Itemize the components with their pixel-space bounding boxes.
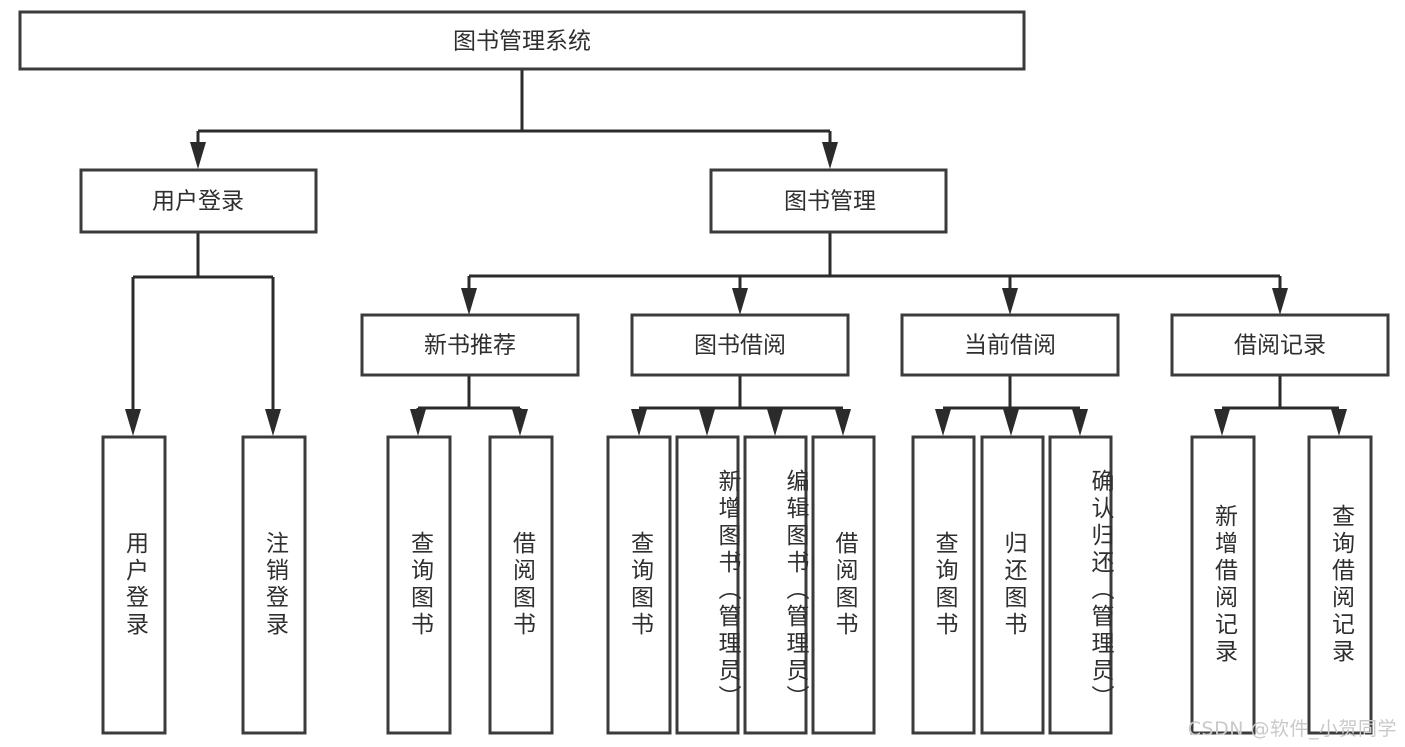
node-root-box[interactable] [18, 10, 1026, 71]
node-borrow-record-box[interactable] [1170, 313, 1390, 377]
node-book-borrow[interactable]: 图书借阅 [630, 313, 850, 377]
node-leaf-borrow-book-1[interactable] [488, 435, 554, 735]
arrowhead-leaf-query-book-1 [410, 409, 426, 436]
node-leaf-borrow-book-1-box[interactable] [488, 435, 554, 735]
node-leaf-query-book-3-box[interactable] [911, 435, 976, 735]
node-leaf-query-book-1-box[interactable] [386, 435, 452, 735]
arrowhead-leaf-query-book-2 [631, 409, 647, 436]
arrowhead-leaf-return-book [1003, 409, 1019, 436]
node-leaf-query-book-3[interactable] [911, 435, 976, 735]
node-new-book-rec[interactable]: 新书推荐 [360, 313, 580, 377]
arrowhead-leaf-user-login [125, 409, 141, 436]
node-leaf-user-login[interactable] [101, 435, 167, 735]
arrowhead-new-book-rec [461, 288, 477, 315]
node-root-label: 图书管理系统 [453, 29, 591, 55]
node-leaf-user-login-box[interactable] [101, 435, 167, 735]
node-user-login-label: 用户登录 [152, 189, 244, 215]
node-borrow-record[interactable]: 借阅记录 [1170, 313, 1390, 377]
node-leaf-query-record-box[interactable] [1307, 435, 1373, 735]
node-leaf-borrow-book-2[interactable] [811, 435, 876, 735]
node-current-borrow[interactable]: 当前借阅 [900, 313, 1120, 377]
node-borrow-record-label: 借阅记录 [1234, 333, 1326, 359]
arrowhead-leaf-confirm-return [1072, 409, 1088, 436]
node-leaf-add-book-box[interactable] [675, 435, 740, 735]
node-leaf-query-record[interactable] [1307, 435, 1373, 735]
node-leaf-edit-book[interactable] [743, 435, 808, 735]
node-current-borrow-label: 当前借阅 [964, 333, 1056, 359]
node-leaf-logout[interactable] [241, 435, 307, 735]
arrowhead-leaf-add-book [699, 409, 715, 436]
node-leaf-borrow-book-2-box[interactable] [811, 435, 876, 735]
node-leaf-logout-box[interactable] [241, 435, 307, 735]
arrowhead-leaf-edit-book [767, 409, 783, 436]
node-leaf-edit-book-box[interactable] [743, 435, 808, 735]
node-new-book-rec-box[interactable] [360, 313, 580, 377]
arrowhead-leaf-query-record [1331, 409, 1347, 436]
node-book-manage-box[interactable] [709, 168, 948, 234]
node-leaf-add-record-box[interactable] [1190, 435, 1256, 735]
node-leaf-confirm-return[interactable] [1048, 435, 1113, 735]
node-user-login[interactable]: 用户登录 [79, 168, 318, 234]
node-leaf-confirm-return-box[interactable] [1048, 435, 1113, 735]
arrowhead-leaf-query-book-3 [935, 409, 951, 436]
node-book-manage-label: 图书管理 [784, 189, 876, 215]
node-leaf-query-book-2-box[interactable] [606, 435, 672, 735]
node-leaf-query-book-2[interactable] [606, 435, 672, 735]
node-current-borrow-box[interactable] [900, 313, 1120, 377]
node-new-book-rec-label: 新书推荐 [424, 333, 516, 359]
arrowhead-book-manage [822, 142, 838, 169]
node-book-borrow-label: 图书借阅 [694, 333, 786, 359]
arrowhead-current-borrow [1002, 288, 1018, 315]
arrowhead-user-login [190, 142, 206, 169]
arrowhead-book-borrow [732, 288, 748, 315]
node-leaf-add-book[interactable] [675, 435, 740, 735]
node-root[interactable]: 图书管理系统 [18, 10, 1026, 71]
node-leaf-query-book-1[interactable] [386, 435, 452, 735]
node-leaf-return-book[interactable] [980, 435, 1045, 735]
node-leaf-return-book-box[interactable] [980, 435, 1045, 735]
arrowhead-leaf-add-record [1214, 409, 1230, 436]
leaf-layer [101, 435, 1373, 735]
arrowhead-leaf-borrow-book-2 [835, 409, 851, 436]
node-book-manage[interactable]: 图书管理 [709, 168, 948, 234]
node-book-borrow-box[interactable] [630, 313, 850, 377]
arrowhead-borrow-record [1272, 288, 1288, 315]
node-leaf-add-record[interactable] [1190, 435, 1256, 735]
arrowhead-leaf-logout [265, 409, 281, 436]
node-user-login-box[interactable] [79, 168, 318, 234]
arrowhead-leaf-borrow-book-1 [512, 409, 528, 436]
connector-layer [125, 69, 1347, 436]
